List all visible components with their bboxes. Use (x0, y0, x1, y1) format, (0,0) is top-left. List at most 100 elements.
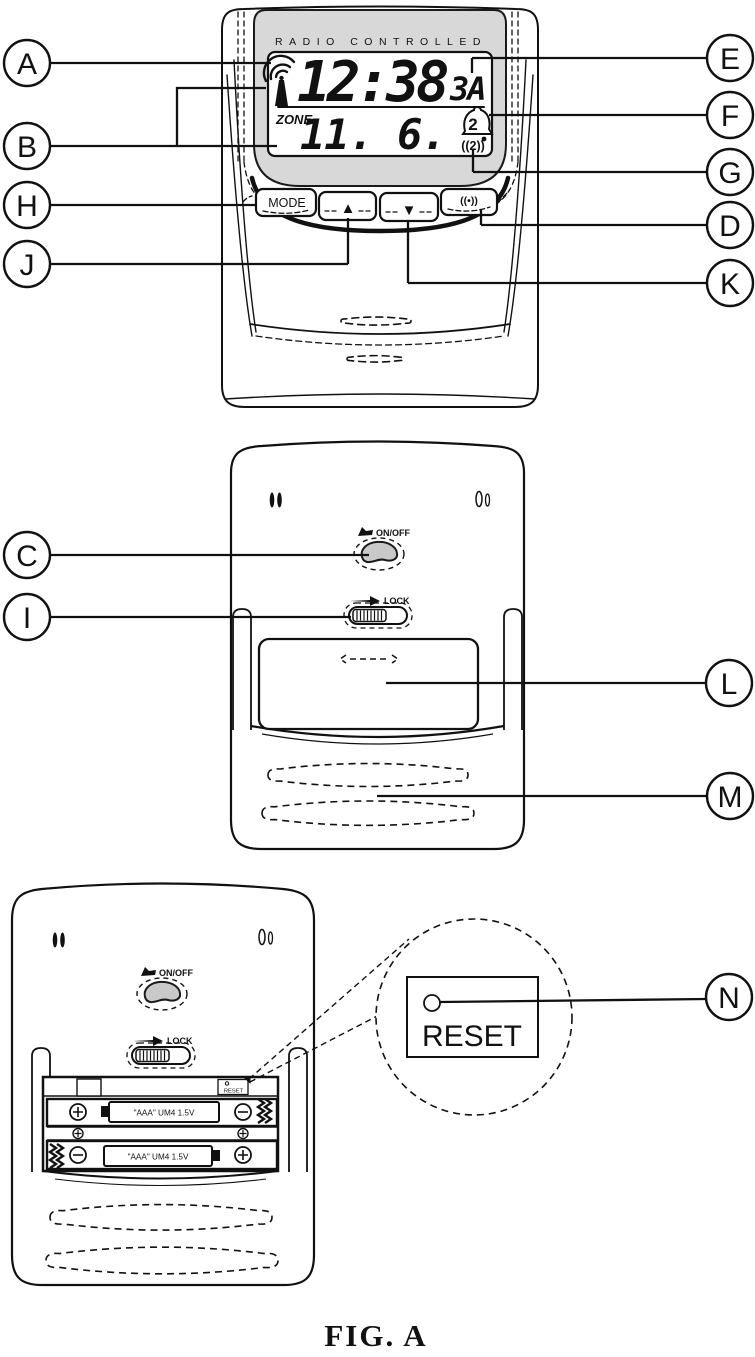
spring-icon-left (47, 1143, 66, 1169)
front-stand-dashed (255, 335, 505, 346)
compartment-tab (76, 1078, 102, 1097)
battery-notch (212, 1150, 220, 1161)
open-onoff-button[interactable] (143, 980, 182, 1004)
open-lock-dashed-outline (126, 1042, 196, 1069)
hanging-slots (269, 490, 491, 508)
press-button-icon (141, 967, 156, 976)
callout-m: M (705, 771, 755, 821)
front-right-side-curve (503, 59, 534, 337)
callout-h-letter: H (16, 190, 38, 223)
callout-h: H (2, 180, 52, 230)
mode-button[interactable] (254, 187, 318, 218)
front-stand-edge (249, 323, 511, 335)
lock-arrow-icon (350, 596, 380, 606)
door-frame (250, 724, 505, 739)
open-lock-label: LOCK (167, 1036, 193, 1046)
callout-line-e (470, 56, 707, 73)
callout-line-b (50, 86, 277, 148)
front-view: RADIO CONTROLLED MODE ▲ ▼ ((•)) (221, 5, 539, 408)
reset-detail-box (406, 976, 539, 1058)
callout-k-letter: K (720, 268, 740, 301)
back-right-leg (503, 608, 523, 730)
reset-small-box: RESET (217, 1077, 251, 1096)
reset-hole-icon[interactable] (423, 994, 441, 1012)
back-onoff-label: ON/OFF (376, 528, 410, 538)
reset-detail-label: RESET (422, 1020, 522, 1053)
front-base-inner-edge (224, 393, 536, 400)
open-hanging-slots (52, 928, 274, 948)
callout-i-letter: I (23, 602, 31, 635)
open-lock-control: LOCK (126, 1036, 196, 1069)
reset-small-label: RESET (224, 1089, 244, 1095)
open-onoff-control: ON/OFF (136, 967, 193, 1011)
callout-corner-arrow (243, 1077, 251, 1084)
callout-c-letter: C (16, 540, 38, 573)
callout-g-letter: G (718, 157, 741, 190)
lcd-time-small: 3A (449, 70, 485, 108)
reset-hole-small-icon[interactable] (224, 1081, 230, 1086)
callout-l-letter: L (721, 668, 738, 701)
alarm-bell-icon: 2 (461, 106, 494, 142)
mode-button-label: MODE (268, 196, 306, 210)
reset-detail: RESET (248, 918, 573, 1116)
up-arrow-icon: ▲ (341, 200, 356, 217)
open-onoff-label: ON/OFF (159, 968, 193, 978)
callout-a-letter: A (17, 48, 37, 81)
radio-signal-icon (262, 54, 296, 106)
battery-compartment: RESET "AAA" UM4 1.5V (41, 1075, 280, 1187)
battery-positive-terminal-icon (69, 1103, 87, 1121)
callout-c: C (2, 530, 52, 580)
battery-positive-terminal-icon (234, 1146, 252, 1164)
lcd-zone-label: ZONE (275, 112, 312, 127)
callout-line-j (50, 218, 350, 266)
callout-n: N (704, 972, 754, 1022)
callout-f-letter: F (721, 100, 739, 133)
door-frame-inner (261, 733, 494, 745)
mode-button-dash (242, 195, 310, 214)
callout-m-letter: M (718, 781, 743, 814)
callout-d: D (705, 200, 755, 250)
callout-line-d (479, 210, 707, 227)
callout-line-n (439, 997, 708, 1004)
open-onoff-dashed-outline (136, 977, 188, 1011)
back-view: ON/OFF LOCK (229, 440, 526, 851)
door-grip-dashes (338, 654, 400, 664)
battery-notch (101, 1106, 109, 1117)
callout-j-letter: J (20, 249, 35, 282)
zoom-cone-dashes (248, 938, 410, 1083)
back-lock-dashed-outline (343, 602, 413, 629)
callout-b: B (2, 121, 52, 171)
callout-f: F (705, 90, 755, 140)
callout-b-letter: B (17, 131, 37, 164)
down-arrow-icon: ▼ (402, 202, 417, 219)
back-lock-label: LOCK (384, 596, 410, 606)
callout-l: L (704, 658, 754, 708)
callout-line-g (471, 150, 707, 174)
back-lock-knob-ribs (356, 610, 383, 621)
callout-e: E (705, 33, 755, 83)
battery-top (108, 1101, 220, 1123)
callout-n-letter: N (718, 982, 740, 1015)
back-onoff-button[interactable] (360, 540, 399, 564)
callout-j: J (2, 239, 52, 289)
alarm-button-dash (447, 192, 508, 212)
press-button-icon (358, 527, 373, 536)
compartment-bottom-curve (42, 1170, 279, 1180)
callout-d-letter: D (719, 210, 741, 243)
back-lock-control: LOCK (343, 596, 413, 629)
callout-i: I (2, 592, 52, 642)
button-row: MODE ▲ ▼ ((•)) (242, 187, 508, 223)
back-left-leg (232, 608, 252, 730)
open-left-leg (31, 1047, 51, 1172)
divider-screw-icons (72, 1127, 249, 1140)
callout-lines (50, 56, 708, 1004)
open-back-view: ON/OFF LOCK RESET (10, 882, 316, 1287)
callout-line-k (406, 220, 707, 285)
lock-arrow-icon (133, 1036, 163, 1046)
lcd-signal-indicator: ((2)) (461, 139, 485, 153)
callout-labels: A B H J C I E F G D K L M N (2, 33, 755, 1022)
battery-negative-terminal-icon (234, 1103, 252, 1121)
alarm-button-label: ((•)) (460, 195, 478, 207)
